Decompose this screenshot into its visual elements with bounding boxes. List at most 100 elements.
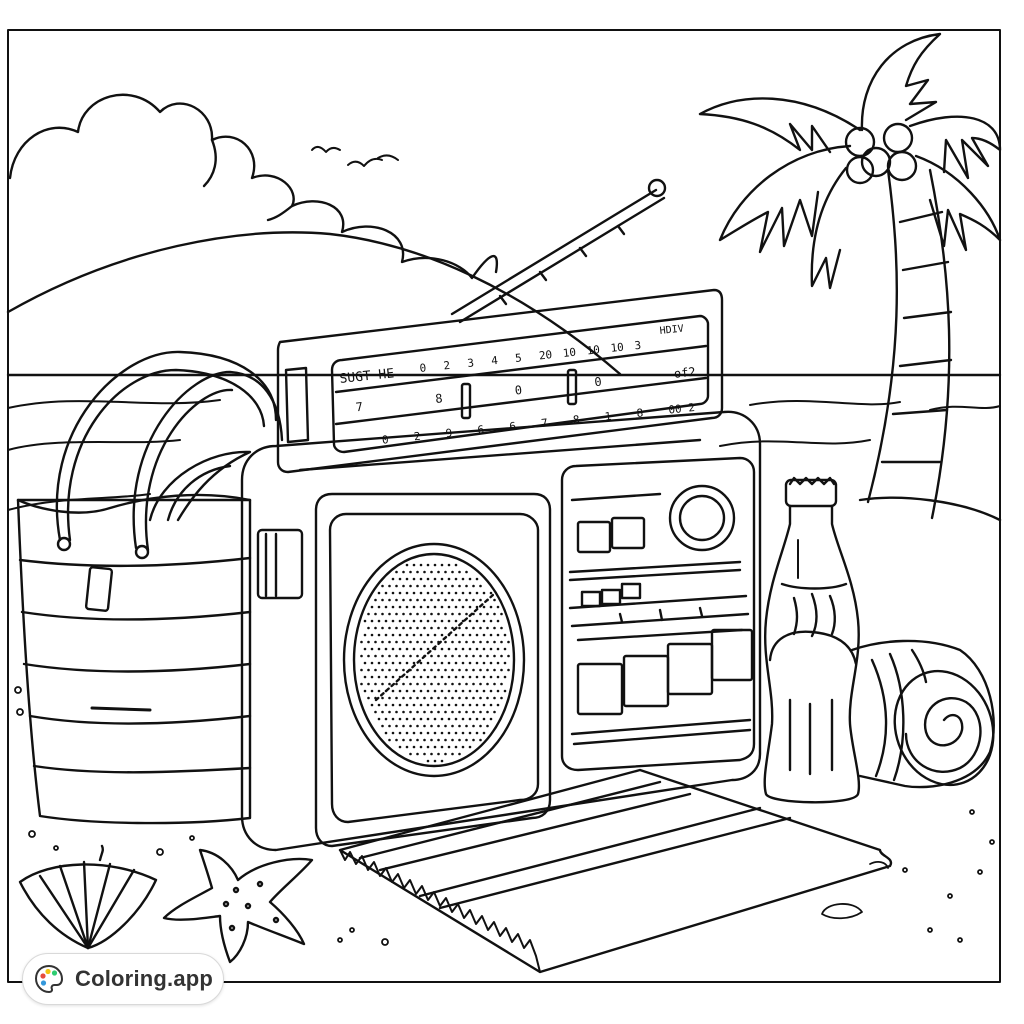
- grille-dot: [416, 654, 419, 658]
- grille-dot: [440, 591, 444, 595]
- grille-dot: [454, 731, 458, 735]
- grille-dot: [402, 612, 405, 616]
- grille-dot: [472, 696, 475, 700]
- grille-dot: [384, 675, 388, 679]
- grille-dot: [489, 605, 493, 609]
- grille-dot: [423, 654, 426, 658]
- grille-dot: [458, 626, 461, 630]
- grille-dot: [374, 696, 377, 700]
- grille-dot: [486, 668, 489, 672]
- grille-dot: [398, 689, 402, 693]
- grille-dot: [416, 724, 419, 728]
- grille-dot: [493, 696, 496, 700]
- grille-dot: [444, 654, 447, 658]
- dial-number: 3: [634, 339, 642, 353]
- grille-dot: [412, 633, 416, 637]
- grille-dot: [503, 633, 507, 637]
- grille-dot: [444, 710, 447, 714]
- grille-dot: [416, 682, 419, 686]
- grille-dot: [433, 717, 437, 721]
- grille-dot: [398, 605, 402, 609]
- grille-dot: [437, 612, 440, 616]
- dial-number: 1: [604, 410, 612, 424]
- grille-dot: [426, 563, 430, 567]
- brand-name: Coloring.app: [75, 966, 214, 991]
- grille-dot: [426, 717, 430, 721]
- grille-dot: [458, 570, 461, 574]
- grille-dot: [500, 640, 503, 644]
- grille-dot: [451, 598, 454, 602]
- grille-dot: [465, 696, 468, 700]
- grille-dot: [493, 626, 496, 630]
- brand-badge[interactable]: Coloring.app: [22, 953, 224, 1005]
- grille-dot: [454, 745, 458, 749]
- grille-dot: [377, 703, 381, 707]
- grille-dot: [398, 745, 402, 749]
- grille-dot: [458, 640, 461, 644]
- grille-dot: [416, 710, 419, 714]
- grille-dot: [370, 661, 374, 665]
- grille-dot: [377, 647, 381, 651]
- grille-dot: [479, 682, 482, 686]
- grille-dot: [419, 717, 423, 721]
- grille-dot: [489, 689, 493, 693]
- grille-dot: [461, 633, 465, 637]
- grille-dot: [479, 668, 482, 672]
- grille-dot: [367, 640, 370, 644]
- grille-dot: [395, 696, 398, 700]
- grille-dot: [391, 619, 395, 623]
- grille-dot: [437, 570, 440, 574]
- grille-dot: [391, 717, 395, 721]
- grille-dot: [454, 605, 458, 609]
- grille-dot: [451, 668, 454, 672]
- grille-dot: [419, 731, 423, 735]
- grille-dot: [507, 640, 510, 644]
- dial-label: SUGT HE: [339, 366, 395, 387]
- grille-dot: [447, 633, 451, 637]
- grille-dot: [409, 640, 412, 644]
- grille-dot: [444, 738, 447, 742]
- grille-dot: [423, 710, 426, 714]
- grille-dot: [440, 605, 444, 609]
- grille-dot: [412, 577, 416, 581]
- grille-dot: [409, 584, 412, 588]
- grille-dot: [458, 654, 461, 658]
- grille-dot: [395, 640, 398, 644]
- grille-dot: [363, 675, 367, 679]
- grille-dot: [465, 570, 468, 574]
- grille-dot: [447, 689, 451, 693]
- grille-dot: [437, 752, 440, 756]
- grille-dot: [419, 647, 423, 651]
- grille-dot: [447, 563, 451, 567]
- grille-dot: [388, 668, 391, 672]
- grille-dot: [412, 703, 416, 707]
- grille-dot: [426, 661, 430, 665]
- grille-dot: [405, 745, 409, 749]
- grille-dot: [377, 605, 381, 609]
- grille-dot: [395, 654, 398, 658]
- grille-dot: [465, 654, 468, 658]
- grille-dot: [475, 605, 479, 609]
- grille-dot: [437, 696, 440, 700]
- grille-dot: [465, 738, 468, 742]
- grille-dot: [437, 724, 440, 728]
- grille-dot: [482, 661, 486, 665]
- grille-dot: [374, 682, 377, 686]
- grille-dot: [440, 703, 444, 707]
- grille-dot: [433, 619, 437, 623]
- grille-dot: [370, 605, 374, 609]
- grille-dot: [493, 654, 496, 658]
- grille-dot: [395, 612, 398, 616]
- grille-dot: [465, 640, 468, 644]
- grille-dot: [468, 745, 472, 749]
- grille-dot: [447, 661, 451, 665]
- dial-number: 5: [514, 351, 522, 365]
- grille-dot: [402, 724, 405, 728]
- grille-dot: [451, 752, 454, 756]
- grille-dot: [486, 626, 489, 630]
- seashell: [18, 844, 158, 950]
- grille-dot: [395, 598, 398, 602]
- grille-dot: [472, 584, 475, 588]
- grille-dot: [444, 752, 447, 756]
